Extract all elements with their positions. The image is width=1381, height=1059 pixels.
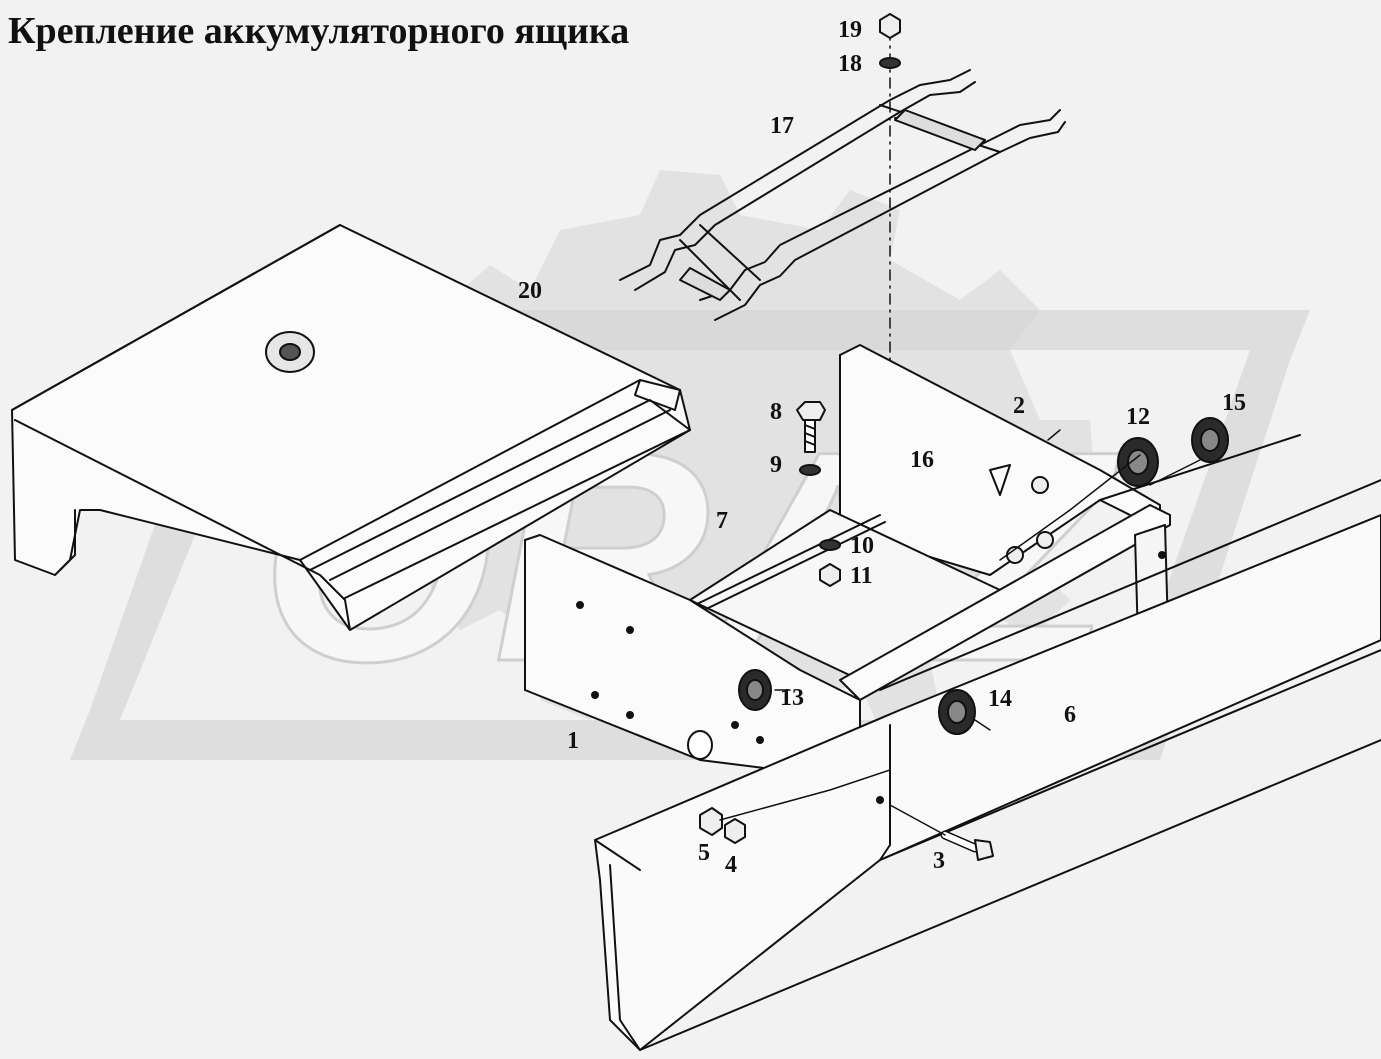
nut-11	[819, 563, 841, 587]
callout-2: 2	[1013, 393, 1025, 419]
frame-side-member	[594, 434, 1381, 1051]
bushing-15	[1191, 417, 1229, 463]
callout-9: 9	[770, 452, 782, 478]
callout-1: 1	[567, 728, 579, 754]
callout-18: 18	[838, 51, 862, 77]
callout-8: 8	[770, 399, 782, 425]
bushing-13	[738, 669, 772, 711]
callout-13: 13	[780, 685, 804, 711]
nut-5	[699, 807, 723, 836]
callout-14: 14	[988, 686, 1012, 712]
callout-20: 20	[518, 278, 542, 304]
bolt-3	[940, 830, 994, 861]
hold-down-frame	[619, 69, 1066, 321]
callout-16: 16	[910, 447, 934, 473]
callout-17: 17	[770, 113, 794, 139]
bushing-12	[1117, 437, 1159, 487]
callout-19: 19	[838, 17, 862, 43]
callout-6: 6	[1064, 702, 1076, 728]
leader-lines	[719, 429, 1201, 836]
battery-box-cover	[11, 224, 691, 631]
top-washer	[879, 57, 901, 69]
washer-10	[819, 539, 841, 551]
callout-7: 7	[716, 508, 728, 534]
callout-12: 12	[1126, 404, 1150, 430]
callout-11: 11	[850, 563, 873, 589]
callout-10: 10	[850, 533, 874, 559]
bushing-14	[938, 689, 976, 735]
nut-4	[724, 818, 746, 844]
battery-tray	[524, 344, 1171, 781]
bolt-8	[796, 401, 826, 453]
callout-5: 5	[698, 840, 710, 866]
callout-15: 15	[1222, 390, 1246, 416]
page-title: Крепление аккумуляторного ящика	[8, 10, 630, 52]
washer-9	[799, 464, 821, 476]
callout-3: 3	[933, 848, 945, 874]
top-nut	[879, 13, 901, 39]
callout-4: 4	[725, 852, 737, 878]
